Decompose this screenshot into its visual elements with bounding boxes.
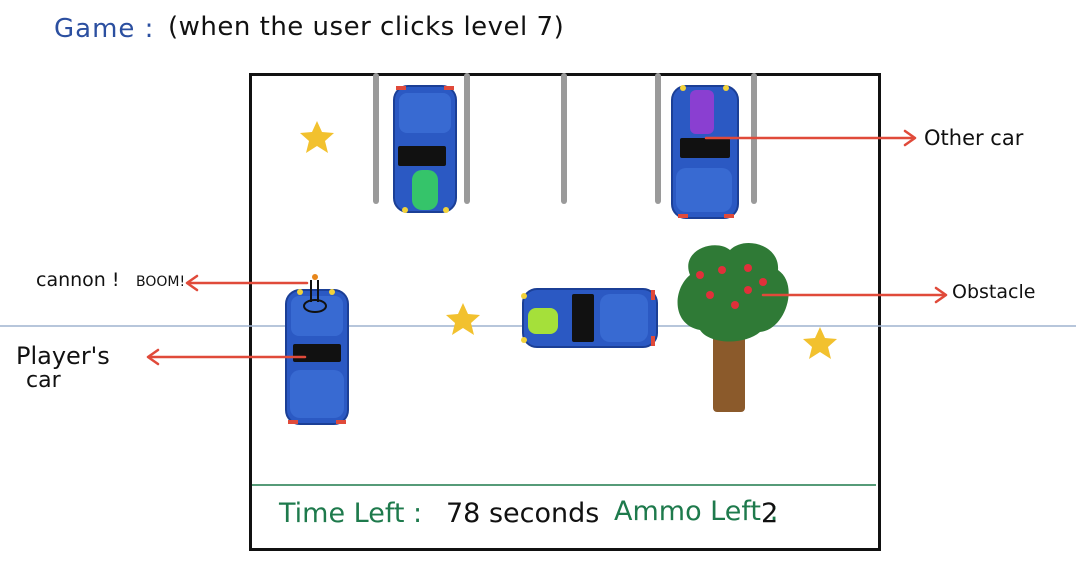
player-car-label: Player's <box>16 342 110 370</box>
other-car <box>671 85 739 219</box>
tree-icon <box>677 242 789 412</box>
player-car-label-line2: car <box>26 368 61 393</box>
arrow-icon <box>704 129 917 147</box>
horizontal-car <box>521 288 658 348</box>
star-icon <box>300 121 334 153</box>
time-left-label: Time Left : <box>279 498 423 529</box>
arrow-icon <box>146 348 307 366</box>
arrow-icon <box>761 286 948 304</box>
time-left-value: 78 seconds <box>446 498 600 529</box>
obstacle-label: Obstacle <box>952 281 1036 303</box>
cannon-label: cannon ! <box>36 269 120 291</box>
other-car-label: Other car <box>924 126 1024 150</box>
page-title: Game : <box>54 14 155 44</box>
cannon-icon <box>303 274 327 313</box>
page-note: (when the user clicks level 7) <box>168 12 565 42</box>
ammo-left-value: 2 <box>761 498 779 529</box>
star-icon <box>803 327 837 359</box>
parked-car-1 <box>393 85 457 213</box>
ammo-left-label: Ammo Left : <box>614 496 779 527</box>
boom-label: BOOM! <box>136 274 186 290</box>
player-car <box>285 289 349 425</box>
star-icon <box>446 303 480 335</box>
arrow-icon <box>185 274 309 292</box>
